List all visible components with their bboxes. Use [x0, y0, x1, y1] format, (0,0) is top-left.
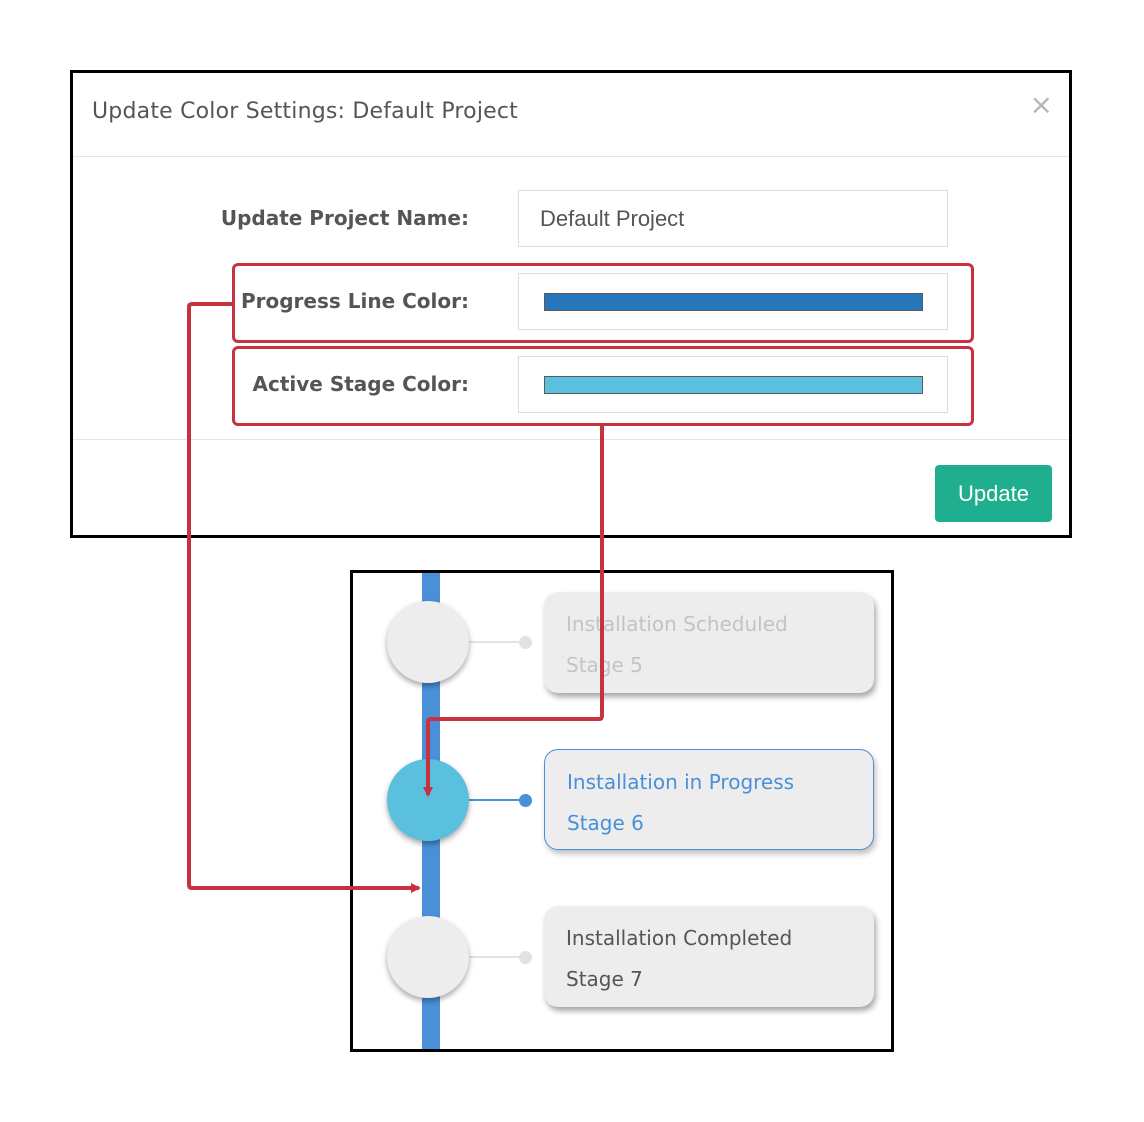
active-stage-node	[387, 759, 469, 841]
modal-title: Update Color Settings: Default Project	[92, 99, 518, 124]
active-stage-color-field	[518, 356, 948, 413]
active-stage-color-picker[interactable]	[544, 376, 923, 394]
color-settings-modal: Update Color Settings: Default Project ×…	[70, 70, 1072, 538]
stage-connector	[469, 799, 525, 801]
stage-timeline: Installation Scheduled Stage 5 Installat…	[350, 570, 894, 1052]
stage-card-installation-completed[interactable]: Installation Completed Stage 7	[544, 906, 874, 1007]
project-name-input[interactable]	[519, 191, 947, 246]
stage-title: Installation Scheduled	[566, 612, 788, 636]
stage-card-installation-scheduled[interactable]: Installation Scheduled Stage 5	[544, 592, 874, 693]
stage-connector	[469, 641, 525, 643]
progress-line-highlight	[232, 263, 974, 343]
stage-title: Installation Completed	[566, 926, 793, 950]
stage-connector-dot	[519, 794, 532, 807]
project-name-field	[518, 190, 948, 247]
stage-connector	[469, 956, 525, 958]
stage-node	[387, 601, 469, 683]
progress-line-color-picker[interactable]	[544, 293, 923, 311]
stage-connector-dot	[519, 951, 532, 964]
stage-connector-dot	[519, 636, 532, 649]
stage-node	[387, 916, 469, 998]
modal-header: Update Color Settings: Default Project ×	[73, 73, 1069, 157]
close-icon[interactable]: ×	[1029, 88, 1053, 121]
project-name-label: Update Project Name:	[220, 206, 469, 230]
stage-number: Stage 5	[566, 653, 643, 677]
stage-title: Installation in Progress	[567, 770, 795, 794]
progress-line-color-field	[518, 273, 948, 330]
stage-number: Stage 7	[566, 967, 643, 991]
stage-card-installation-in-progress[interactable]: Installation in Progress Stage 6	[544, 749, 874, 850]
update-button[interactable]: Update	[935, 465, 1052, 522]
stage-number: Stage 6	[567, 811, 644, 835]
active-stage-highlight	[232, 346, 974, 426]
modal-footer-divider	[73, 439, 1069, 440]
